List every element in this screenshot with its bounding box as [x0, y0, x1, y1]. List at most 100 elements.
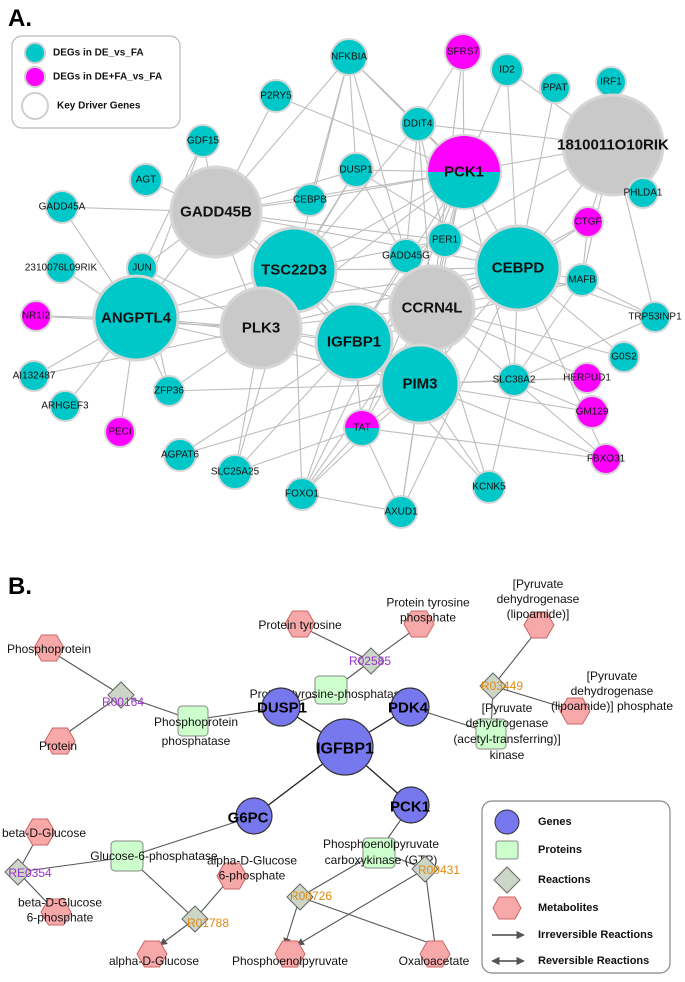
metabolite-label-beta-glucose-6p-1: beta-D-Glucose [18, 896, 102, 910]
metabolite-label-alpha-glucose-6p-1: alpha-D-Glucose [207, 854, 297, 868]
node-label-p2ry5: P2RY5 [260, 91, 292, 102]
node-axud1: AXUD1 [384, 495, 418, 529]
node-fbxo31: FBXO31 [587, 443, 626, 475]
node-trp53inp1: TRP53INP1 [628, 301, 682, 333]
metabolite-alpha-glucose: alpha-D-Glucose [109, 940, 199, 968]
reaction-re0354-diamond [4, 858, 32, 886]
node-kcnk5: KCNK5 [472, 470, 506, 504]
edge-slc38a2-fbxo31 [513, 379, 607, 460]
node-label-r2310076l09rik: 2310076L09RIK [25, 263, 98, 274]
node-label-gadd45b: GADD45B [180, 204, 252, 221]
reaction-r00431-label: R00431 [418, 863, 460, 877]
pepck-protein-label-1: Phosphoenolpyruvate [323, 837, 439, 851]
node-pck1: PCK1 [426, 134, 502, 210]
legend-metabolites-label: Metabolites [538, 902, 599, 914]
node-label-id2: ID2 [499, 65, 515, 76]
node-label-agt: AGT [136, 175, 157, 186]
node-label-gdf15: GDF15 [187, 136, 220, 147]
node-slc38a2: SLC38A2 [493, 363, 536, 397]
node-label-arhgef3: ARHGEF3 [41, 401, 89, 412]
node-label-ppat: PPAT [543, 83, 568, 94]
metabolite-label-protein-tyrosine-1: Protein tyrosine [258, 618, 342, 632]
node-label-gm129: GM129 [576, 407, 609, 418]
reaction-r01788-diamond [181, 905, 209, 933]
metabolite-label-protein-1: Protein [39, 739, 77, 753]
node-label-gadd45g: GADD45G [382, 251, 430, 262]
node-label-gadd45a: GADD45A [39, 202, 86, 213]
glucose-6-phosphatase-node [110, 840, 144, 872]
panel-b-legend: Genes Proteins Reactions Metabolites Irr… [481, 800, 671, 974]
reaction-r02585-label: R02585 [349, 654, 391, 668]
node-plk3: PLK3 [219, 286, 303, 370]
reaction-r00726-label: R00726 [290, 889, 332, 903]
legend-genes-label: Genes [538, 816, 572, 828]
node-tat: TAT [343, 409, 381, 447]
node-herpud1: HERPUD1 [563, 362, 611, 394]
metabolite-beta-glucose: beta-D-Glucose [2, 818, 86, 846]
metabolite-label-oxaloacetate-1: Oxaloacetate [399, 954, 470, 968]
legend-deg-de-icon [24, 42, 46, 64]
metabolite-label-beta-glucose-1: beta-D-Glucose [2, 826, 86, 840]
legend-proteins-label: Proteins [538, 844, 582, 856]
legend-gene-icon [494, 809, 520, 835]
legend-reactions-label: Reactions [538, 874, 591, 886]
edge-plk3-cebpd [260, 267, 519, 329]
phosphoprotein-phosphatase-node [177, 705, 209, 737]
legend-reaction-icon [493, 866, 521, 894]
gene-pck1-node [392, 786, 430, 824]
node-label-slc25a25: SLC25A25 [211, 467, 260, 478]
legend-key-driver-icon [21, 92, 49, 120]
node-cebpb: CEBPB [293, 183, 327, 217]
node-label-plk3: PLK3 [242, 320, 280, 337]
node-label-tsc22d3: TSC22D3 [261, 262, 327, 279]
node-label-cebpb: CEBPB [293, 195, 327, 206]
node-label-peci: PECI [108, 427, 131, 438]
node-agpat6: AGPAT6 [161, 438, 199, 472]
node-gm129: GM129 [575, 395, 609, 429]
node-label-herpud1: HERPUD1 [563, 373, 611, 384]
node-irf1: IRF1 [595, 66, 627, 98]
node-label-kcnk5: KCNK5 [472, 482, 506, 493]
pdk-protein-label-2: dehydrogenase [466, 716, 549, 730]
edge-fbxo31-tat [361, 427, 607, 460]
edge-kcnk5-slc38a2 [488, 379, 515, 488]
legend-protein-icon [495, 840, 519, 860]
legend-deg-defa-icon [24, 66, 46, 88]
node-agt: AGT [129, 163, 163, 197]
edge-pim3-agpat6 [179, 383, 421, 456]
gene-igfbp1-label: IGFBP1 [316, 741, 374, 758]
metabolite-label-pdh-lipoamide-phosphate-2: dehydrogenase [571, 684, 654, 698]
metabolite-beta-glucose-6p-hexagon [40, 898, 72, 926]
node-label-ai132487: AI132487 [13, 371, 56, 382]
metabolite-alpha-glucose-6p-hexagon [216, 862, 248, 890]
node-id2: ID2 [490, 53, 524, 87]
panel-a-label: A. [8, 5, 32, 32]
node-nfkbia: NFKBIA [330, 38, 368, 76]
node-gdf15: GDF15 [186, 124, 220, 158]
node-label-zfp36: ZFP36 [154, 386, 184, 397]
metabolite-pep-hexagon [274, 940, 306, 968]
node-zfp36: ZFP36 [153, 375, 185, 407]
phosphoprotein-phosphatase-label-1: Phosphoprotein [154, 715, 238, 729]
metabolite-phosphoprotein: Phosphoprotein [7, 634, 91, 662]
gene-igfbp1-node [316, 718, 374, 776]
edge-slc38a2-mafb [513, 279, 583, 381]
node-label-cebpd: CEBPD [492, 260, 545, 277]
gene-pdk4-node [390, 687, 430, 727]
node-r1810011o10rik: 1810011O10RIK [557, 93, 669, 197]
metabolite-label-protein-tyrosine-phosphate-2: phosphate [400, 611, 456, 625]
metabolite-pdh-lipoamide-phosphate-hexagon [559, 697, 591, 725]
reaction-r03449-diamond [479, 672, 507, 700]
panel-b-reactions: R02585 R00164 R03449 RE0354 R01788 R0072… [4, 647, 523, 933]
reaction-r02585-diamond [357, 647, 385, 675]
metabolite-label-protein-tyrosine-phosphate-1: Protein tyrosine [386, 596, 470, 610]
metabolite-label-pdh-lipoamide-phosphate-3: (lipoamide)] phosphate [551, 699, 673, 713]
legend-reversible-label: Reversible Reactions [538, 955, 649, 967]
node-label-dusp1: DUSP1 [339, 165, 373, 176]
node-peci: PECI [104, 416, 136, 448]
